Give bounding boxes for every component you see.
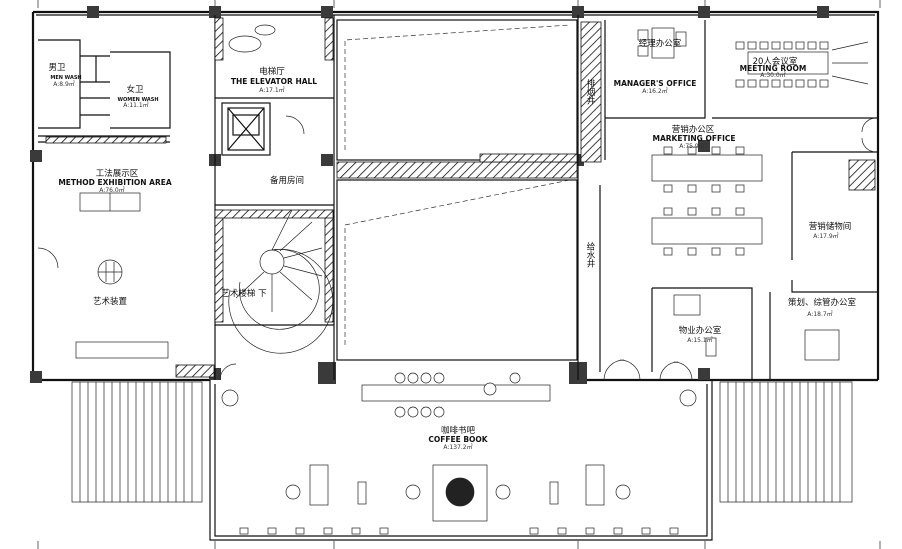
mens-toilet-en: MEN WASH: [50, 75, 81, 81]
marketing-office-cn: 营销办公区: [672, 124, 715, 135]
entrance-steps-right: [719, 381, 853, 503]
method-exhibition-en: METHOD EXHIBITION AREA: [58, 178, 172, 187]
marketing-storage-area: A:17.9㎡: [813, 232, 838, 240]
womens-toilet-area: A:11.1㎡: [123, 101, 148, 109]
elevator-hall-cn: 电梯厅: [259, 66, 285, 77]
spare-room-cn: 备用房间: [270, 175, 304, 186]
entrance-steps-left: [71, 381, 203, 503]
exterior-walls: [31, 10, 880, 541]
womens-toilet-en: WOMEN WASH: [117, 97, 158, 103]
door-swings: [37, 115, 877, 381]
art-stair-cn: 艺术楼梯 下: [221, 288, 267, 299]
coffee-book-area: A:137.2㎡: [443, 443, 472, 451]
structural-columns: [30, 6, 829, 384]
planning-office-cn: 策划、综管办公室: [788, 297, 857, 308]
elevator-hall-furniture: [228, 24, 276, 53]
mens-toilet-cn: 男卫: [48, 63, 66, 73]
property-office-area: A:15.1㎡: [687, 336, 712, 344]
art-installation-cn: 艺术装置: [93, 296, 128, 307]
void-markings: [344, 24, 571, 345]
interior-walls: [38, 15, 878, 380]
water-well-label: 给水井: [585, 242, 595, 269]
hatched-walls: [45, 17, 876, 378]
coffee-bar-furniture: [221, 372, 697, 535]
womens-toilet-cn: 女卫: [126, 84, 144, 95]
coffee-book-en: COFFEE BOOK: [428, 435, 488, 444]
managers-office-cn: 经理办公室: [639, 38, 682, 49]
managers-office-area: A:16.2㎡: [642, 87, 667, 95]
marketing-office-en: MARKETING OFFICE: [653, 134, 736, 143]
mens-toilet-area: A:8.9㎡: [53, 80, 75, 88]
meeting-room-cn: 20人会议室: [753, 56, 798, 67]
exhibition-furniture: [75, 192, 169, 359]
exhaust-shaft-label: 排烟井: [585, 79, 595, 106]
spiral-staircase: [228, 209, 334, 354]
managers-office-en: MANAGER'S OFFICE: [614, 79, 697, 88]
grid-ticks: [37, 0, 881, 549]
coffee-book-cn: 咖啡书吧: [441, 425, 476, 436]
meeting-room-area: A:30.0㎡: [760, 71, 785, 79]
planning-office-area: A:18.7㎡: [807, 310, 832, 318]
elevator-hall-area: A:17.1㎡: [259, 86, 284, 94]
marketing-storage-cn: 营销储物间: [809, 221, 852, 232]
elevator-hall-en: THE ELEVATOR HALL: [231, 77, 317, 86]
method-exhibition-cn: 工法展示区: [96, 168, 139, 179]
office-furniture: [637, 27, 869, 361]
property-office-cn: 物业办公室: [679, 325, 722, 336]
meeting-room-en: MEETING ROOM: [740, 64, 807, 73]
marketing-office-area: A:75.9㎡: [679, 142, 704, 150]
method-exhibition-area: A:76.0㎡: [99, 186, 124, 194]
room-labels: 男卫 MEN WASH A:8.9㎡ 女卫 WOMEN WASH A:11.1㎡…: [48, 38, 856, 451]
